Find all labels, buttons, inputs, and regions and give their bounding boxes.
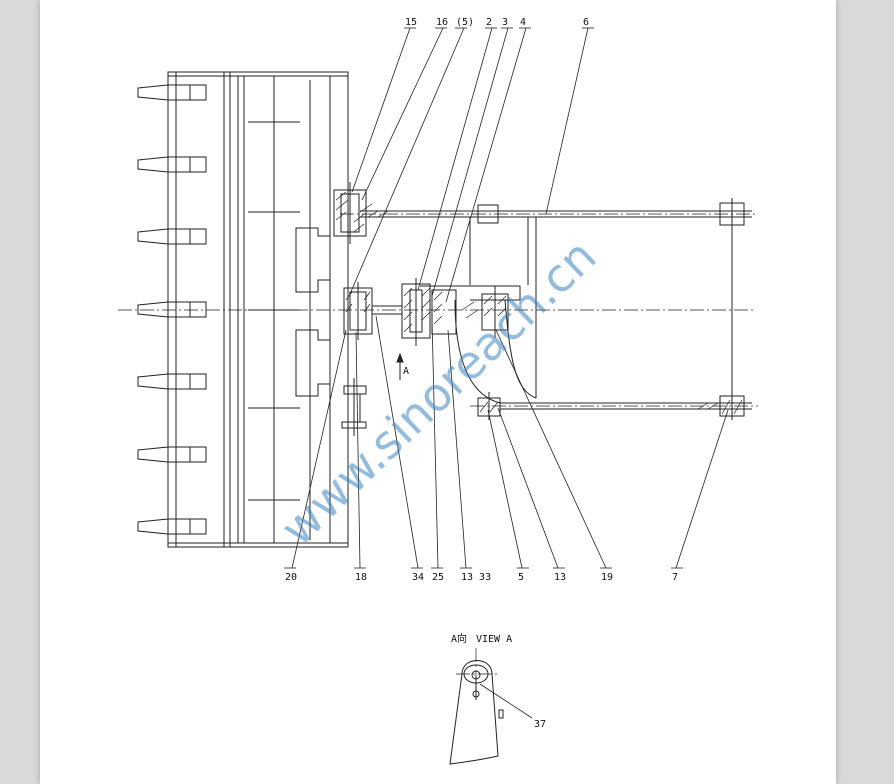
view-caption: VIEW A <box>476 634 512 645</box>
callout-label: 34 <box>412 572 424 583</box>
bucket-body <box>167 71 349 548</box>
callout-label: 19 <box>601 572 613 583</box>
callout-label: 15 <box>405 17 417 28</box>
leader-lines <box>291 27 729 719</box>
callout-label: 6 <box>583 17 589 28</box>
view-caption-left: A向 <box>451 632 467 645</box>
callout-label: 18 <box>355 572 367 583</box>
callout-label: 3 <box>502 17 508 28</box>
bucket-teeth <box>137 84 207 535</box>
callout-label: 16 <box>436 17 448 28</box>
callout-label: 2 <box>486 17 492 28</box>
callout-label: (5) <box>456 17 474 28</box>
centre-lines <box>118 213 758 700</box>
view-callout-label: 37 <box>534 719 546 730</box>
callout-label: 4 <box>520 17 526 28</box>
callout-label: 13 <box>554 572 566 583</box>
view-a-detail <box>449 660 504 765</box>
callout-label: 13 33 <box>461 572 491 583</box>
callout-label: 5 <box>518 572 524 583</box>
view-arrow-label: A <box>403 366 409 377</box>
callout-label: 7 <box>672 572 678 583</box>
callout-label: 20 <box>285 572 297 583</box>
watermark-text: www.sinoreach.cn <box>270 229 606 556</box>
view-arrow <box>396 352 404 380</box>
callout-labels-bottom: 20 18 34 25 13 33 5 13 19 7 <box>284 567 683 583</box>
callout-label: 25 <box>432 572 444 583</box>
